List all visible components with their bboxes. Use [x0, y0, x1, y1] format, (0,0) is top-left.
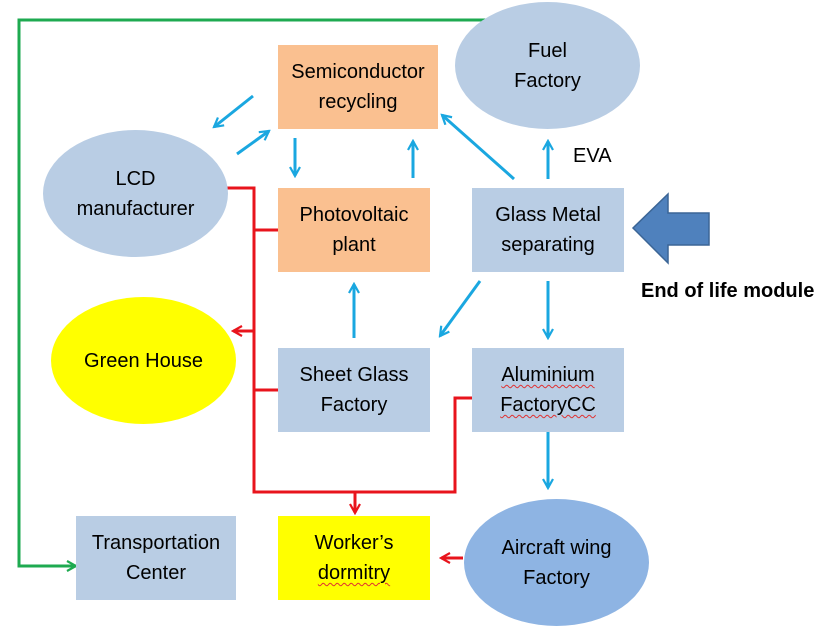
- node-label: Factory: [523, 566, 590, 589]
- node-sheet-glass-factory: Sheet Glass Factory: [278, 348, 430, 432]
- node-label: manufacturer: [76, 197, 195, 220]
- node-label: Fuel: [528, 39, 567, 62]
- node-glass-metal-separating: Glass Metal separating: [472, 188, 624, 272]
- node-label: Transportation: [91, 532, 221, 554]
- node-label: Green House: [84, 349, 203, 372]
- node-label: LCD: [115, 167, 156, 190]
- node-label: Photovoltaic: [299, 204, 409, 226]
- node-semiconductor-recycling: Semiconductor recycling: [278, 45, 438, 129]
- node-label: Aircraft wing: [501, 536, 612, 559]
- node-fuel-factory: Fuel Factory: [455, 2, 640, 129]
- node-aluminium-factory: Aluminium FactoryCC: [472, 348, 624, 432]
- edge-lcd-to-semiconductor: [236, 131, 269, 156]
- node-lcd-manufacturer: LCD manufacturer: [43, 130, 228, 257]
- eva-label: EVA: [573, 145, 612, 167]
- node-label: Center: [125, 562, 187, 584]
- node-label: Aluminium: [501, 364, 595, 386]
- end-of-life-label: End of life module: [641, 280, 815, 302]
- node-label: Worker’s: [314, 532, 394, 554]
- node-photovoltaic-plant: Photovoltaic plant: [278, 188, 430, 272]
- node-label: separating: [501, 234, 595, 256]
- node-workers-dormitry: Worker’s dormitry: [278, 516, 430, 600]
- node-label: Factory: [320, 394, 388, 416]
- node-label: recycling: [318, 91, 398, 113]
- node-aircraft-wing-factory: Aircraft wing Factory: [464, 499, 649, 626]
- node-label: plant: [332, 234, 376, 256]
- edge-glassmetal-to-sheetglass: [440, 280, 482, 336]
- edge-fuel-to-transportation: [17, 18, 487, 566]
- node-label: Semiconductor: [291, 61, 425, 83]
- node-label: FactoryCC: [500, 394, 596, 416]
- node-transportation-center: Transportation Center: [76, 516, 236, 600]
- node-label: Sheet Glass: [299, 364, 409, 386]
- node-label: Glass Metal: [495, 204, 601, 226]
- edge-glassmetal-to-semiconductor: [442, 115, 515, 181]
- node-green-house: Green House: [51, 297, 236, 424]
- node-label: Factory: [514, 69, 581, 92]
- edge-semiconductor-to-lcd: [214, 94, 254, 127]
- end-of-life-block-arrow: [631, 192, 710, 265]
- node-label: dormitry: [317, 562, 391, 584]
